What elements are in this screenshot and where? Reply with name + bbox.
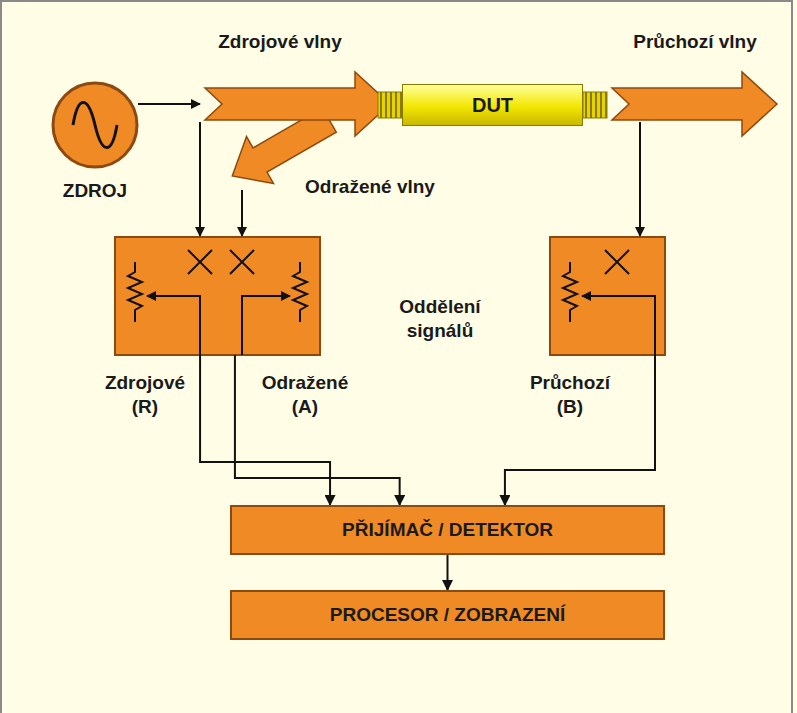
sine-symbol [73, 103, 117, 148]
node-text: Průchozí (B) [520, 371, 620, 419]
tap-line [639, 122, 641, 236]
diagram-label: Oddělení signálů [370, 295, 510, 343]
node-text: DUT [472, 93, 513, 118]
source-node: ZDROJ [53, 83, 137, 167]
coupler-box [115, 237, 320, 355]
transmitted-wave-arrow [612, 72, 777, 136]
diagram-label: Zdrojové vlny [195, 30, 365, 54]
diagram-label: Průchozí vlny [610, 30, 780, 54]
tap-line [199, 122, 201, 236]
signal-connector [505, 355, 655, 505]
tap-line [241, 190, 243, 236]
dut-box: DUT [402, 84, 583, 126]
node-text: PŘIJÍMAČ / DETEKTOR [342, 518, 553, 542]
coupler-symbols [128, 250, 655, 355]
feed-arrow [138, 103, 200, 105]
coupler-box [550, 237, 665, 355]
signal-connector [235, 355, 400, 505]
process-box: PŘIJÍMAČ / DETEKTOR [230, 505, 665, 555]
node-text: Odražené (A) [255, 371, 355, 419]
source-circle [53, 83, 137, 167]
coupler-node: Zdrojové (R)Odražené (A) [115, 237, 320, 355]
signal-connector [447, 555, 449, 590]
node-text: PROCESOR / ZOBRAZENÍ [330, 603, 565, 627]
diagram-label: Odražené vlny [285, 175, 455, 199]
process-box: PROCESOR / ZOBRAZENÍ [230, 590, 665, 640]
source-wave-arrow [205, 72, 390, 136]
node-text: Zdrojové (R) [98, 371, 192, 419]
dut-connector [378, 92, 402, 118]
dut-connector [583, 92, 607, 118]
node-text: ZDROJ [35, 179, 155, 203]
coupler-node: Průchozí (B) [550, 237, 665, 355]
